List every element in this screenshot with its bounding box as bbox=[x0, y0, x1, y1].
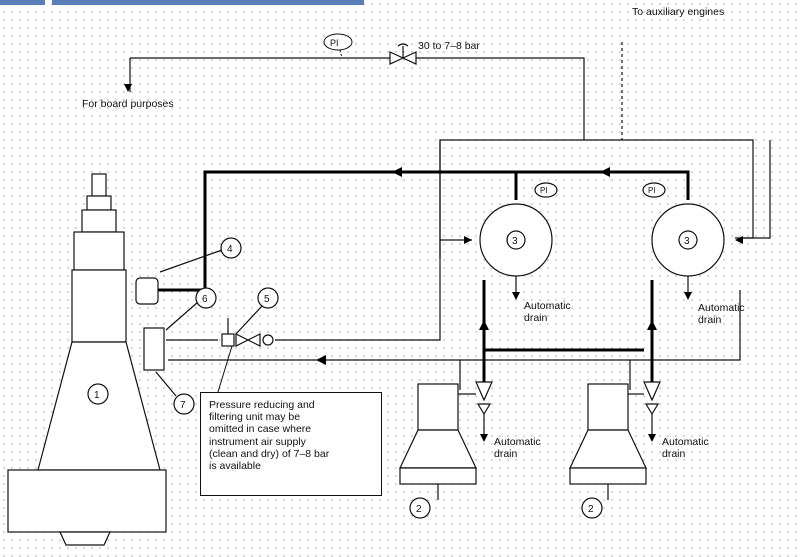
compressor-left bbox=[399, 381, 493, 485]
pi-top-label: PI bbox=[330, 38, 339, 48]
comp-left-drain-arrow bbox=[480, 434, 488, 442]
top-accent-bar-left bbox=[0, 0, 45, 5]
pi-receiver-right bbox=[642, 182, 666, 198]
board-arrow bbox=[124, 84, 132, 92]
pressure-range-label: 30 to 7–8 bar bbox=[418, 40, 480, 52]
engine-number-ring bbox=[87, 383, 109, 405]
item-4-number: 4 bbox=[227, 244, 233, 255]
pi-receiver-right-label: PI bbox=[648, 186, 656, 195]
compressor-right-ring bbox=[581, 497, 603, 519]
flow-arrow-main-2 bbox=[600, 167, 610, 177]
aux-engines-label: To auxiliary engines bbox=[632, 6, 725, 18]
pressure-reducing-note: Pressure reducing and filtering unit may… bbox=[200, 392, 382, 496]
filter-gauge bbox=[262, 334, 274, 346]
item-5-leader bbox=[235, 305, 263, 335]
flow-arrow-main bbox=[392, 167, 402, 177]
pi-receiver-left bbox=[534, 182, 558, 198]
auto-drain-receiver-right: Automatic drain bbox=[698, 302, 745, 326]
item-6-ring bbox=[195, 287, 217, 309]
comp-right-drain-arrow bbox=[648, 434, 656, 442]
top-accent-bar-right bbox=[52, 0, 364, 5]
flow-arrow-left bbox=[479, 320, 489, 330]
receiver-right-inlet bbox=[742, 140, 771, 239]
pi-receiver-left-label: PI bbox=[540, 186, 548, 195]
compressor-left-ring bbox=[409, 497, 431, 519]
pi-top bbox=[323, 33, 353, 59]
item-7-leader bbox=[155, 371, 177, 397]
item-6-leader bbox=[165, 301, 199, 331]
flow-arrow-return bbox=[316, 355, 326, 365]
filter-valve-b bbox=[246, 333, 261, 347]
main-air-pipe bbox=[158, 170, 690, 292]
flow-arrow-right bbox=[647, 320, 657, 330]
filter-valve-a bbox=[235, 333, 250, 347]
compressor-right bbox=[569, 381, 661, 485]
receiver-right-number: 3 bbox=[684, 236, 690, 247]
engine-number: 1 bbox=[94, 390, 100, 401]
control-unit bbox=[143, 327, 165, 371]
starting-valve bbox=[135, 237, 242, 305]
receiver-right-drain-arrow bbox=[684, 292, 692, 300]
compressor-right-number: 2 bbox=[588, 504, 594, 515]
item-7-number: 7 bbox=[180, 400, 186, 411]
receiver-right-label-ring bbox=[678, 230, 698, 250]
flow-arrows bbox=[124, 84, 743, 365]
main-engine bbox=[7, 173, 167, 546]
filter-unit bbox=[221, 333, 235, 347]
compressor-left-number: 2 bbox=[416, 504, 422, 515]
item-5-number: 5 bbox=[264, 294, 270, 305]
auto-drain-compressor-left: Automatic drain bbox=[494, 436, 541, 460]
item-7-ring bbox=[173, 393, 195, 415]
inlet-arrow-left bbox=[464, 236, 472, 244]
inlet-arrow-right bbox=[735, 236, 743, 244]
receiver-left-number: 3 bbox=[512, 236, 518, 247]
note-leader bbox=[217, 345, 233, 393]
board-purposes-label: For board purposes bbox=[82, 98, 174, 110]
item-5-ring bbox=[257, 287, 279, 309]
auto-drain-receiver-left: Automatic drain bbox=[524, 300, 571, 324]
filter-feed-pipe bbox=[275, 258, 441, 341]
pressure-reducing-valve bbox=[389, 43, 417, 65]
auto-drain-compressor-right: Automatic drain bbox=[662, 436, 709, 460]
receiver-left-drain-arrow bbox=[512, 292, 520, 300]
return-pipe bbox=[168, 290, 741, 361]
item-6-number: 6 bbox=[202, 294, 208, 305]
receiver-left-label-ring bbox=[506, 230, 526, 250]
board-supply-pipe bbox=[416, 57, 585, 140]
